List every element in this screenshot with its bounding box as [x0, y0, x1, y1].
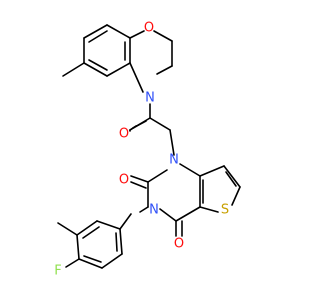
bond: [169, 129, 175, 156]
bond: [62, 62, 85, 77]
bond: [149, 117, 171, 131]
bond: [159, 208, 177, 222]
bond: [139, 206, 149, 213]
bond: [199, 165, 225, 177]
bond: [130, 181, 147, 189]
nitrogen-atom-label: N: [169, 153, 179, 168]
bond: [76, 220, 98, 236]
bond: [156, 65, 173, 75]
bond: [65, 258, 80, 268]
bond: [88, 59, 108, 71]
bond: [96, 220, 121, 230]
oxygen-atom-label: O: [174, 237, 184, 252]
atom-labels: O N O N N O O S F: [54, 21, 229, 279]
bond: [225, 171, 237, 187]
bond: [101, 253, 123, 269]
bond: [83, 24, 108, 39]
bond: [130, 175, 149, 183]
bond: [119, 213, 132, 230]
bond-lines: [57, 24, 241, 269]
nitrogen-atom-label: N: [149, 203, 159, 218]
bond: [78, 258, 103, 269]
bond: [153, 30, 173, 42]
bond: [223, 165, 241, 188]
bond: [129, 62, 144, 93]
bond: [83, 255, 102, 263]
bond: [115, 232, 118, 252]
nitrogen-atom-label: N: [145, 91, 155, 106]
oxygen-atom-label: O: [119, 173, 129, 188]
bond: [76, 234, 80, 260]
sulfur-atom-label: S: [221, 203, 229, 218]
fluorine-atom-label: F: [54, 264, 61, 279]
bond: [147, 169, 168, 183]
bond: [82, 226, 100, 239]
bond: [119, 228, 123, 255]
bond: [199, 206, 219, 213]
oxygen-atom-label: O: [144, 21, 154, 36]
bond: [106, 62, 131, 77]
bond: [88, 30, 108, 43]
oxygen-atom-label: O: [119, 127, 129, 142]
molecule-structure: O N O N N O O S F: [54, 21, 241, 279]
bond: [83, 62, 108, 77]
bond: [175, 206, 201, 222]
bond: [179, 163, 201, 177]
bond: [129, 30, 145, 39]
bond: [132, 120, 147, 129]
bond: [57, 222, 78, 236]
bond: [106, 24, 131, 39]
bond: [231, 186, 241, 206]
